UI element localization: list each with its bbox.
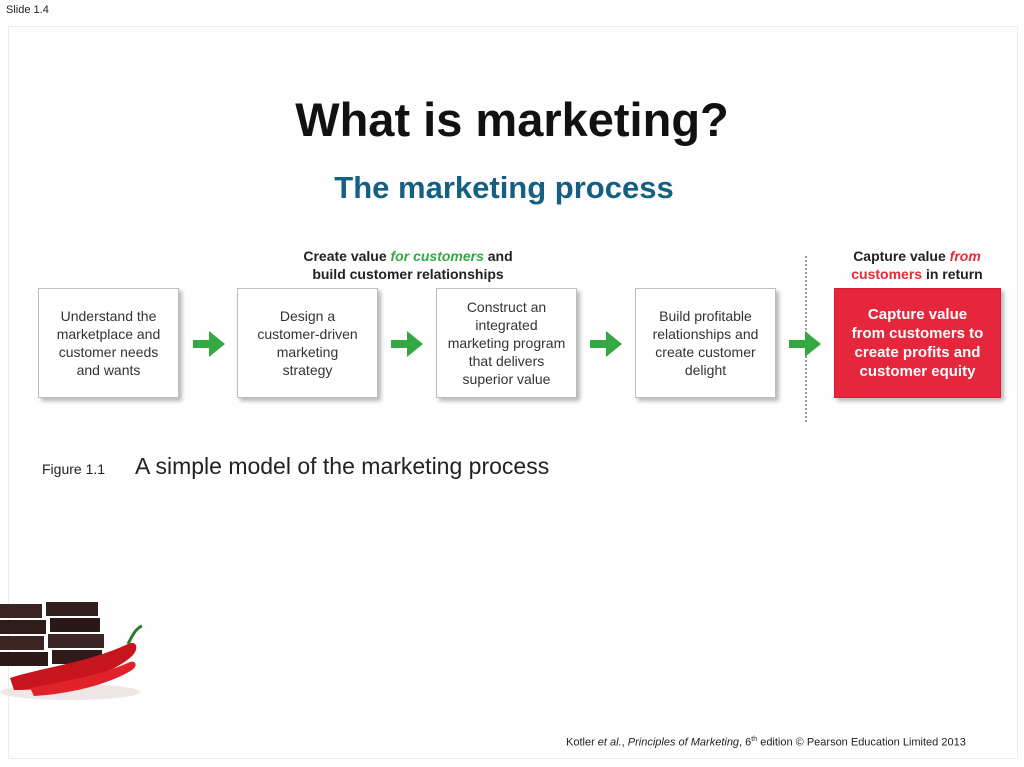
create-header-line-1: Create value for customers and xyxy=(258,247,558,265)
step-line: Build profitable xyxy=(659,308,752,324)
footer-citation: Kotler et al., Principles of Marketing, … xyxy=(566,736,966,749)
create-value-header: Create value for customers and build cus… xyxy=(258,247,558,283)
footer-author: Kotler xyxy=(566,736,598,749)
arrow-shape xyxy=(590,331,622,357)
footer-edition-sup: th xyxy=(751,736,758,743)
chili-pepper xyxy=(30,661,136,696)
chocolate-piece xyxy=(0,620,46,634)
step-line: customer-driven xyxy=(257,326,358,342)
figure-caption: A simple model of the marketing process xyxy=(135,453,550,479)
step-line: from customers to xyxy=(851,325,984,342)
chocolate-piece xyxy=(0,636,44,650)
right-arrow-icon xyxy=(590,331,622,357)
capture-header-customers: customers xyxy=(851,266,923,282)
step-text: Build profitable relationships and creat… xyxy=(653,307,759,379)
right-arrow-icon xyxy=(193,331,225,357)
chocolate-piece xyxy=(0,604,42,618)
step-line: and wants xyxy=(76,362,141,378)
process-step-design: Design a customer-driven marketing strat… xyxy=(237,288,378,398)
capture-header-line-1: Capture value from xyxy=(822,247,1012,265)
step-line: strategy xyxy=(282,362,333,378)
step-line: superior value xyxy=(462,371,551,387)
capture-header-text: Capture value xyxy=(853,248,950,264)
step-line: Construct an xyxy=(466,299,547,315)
step-line: customer needs xyxy=(58,344,159,360)
step-text: Understand the marketplace and customer … xyxy=(57,307,161,379)
step-text: Design a customer-driven marketing strat… xyxy=(257,307,357,379)
arrow-shape xyxy=(391,331,423,357)
footer-sep: , xyxy=(621,736,628,749)
slide-frame xyxy=(8,26,1018,759)
step-line: create profits and xyxy=(854,344,981,361)
right-arrow-icon xyxy=(789,331,821,357)
chili-stem xyxy=(126,624,143,645)
step-text: Capture value from customers to create p… xyxy=(852,305,984,381)
step-line: marketing xyxy=(276,344,339,360)
chocolate-piece xyxy=(50,618,100,632)
chocolate-piece xyxy=(46,602,98,616)
step-line: Capture value xyxy=(867,306,968,323)
step-line: create customer xyxy=(655,344,756,360)
footer-edition: , 6 xyxy=(739,736,752,749)
create-header-emphasis: for customers xyxy=(390,248,484,264)
step-line: that delivers xyxy=(468,353,545,369)
create-header-line-2: build customer relationships xyxy=(312,266,504,282)
arrow-shape xyxy=(193,331,225,357)
slide-subtitle: The marketing process xyxy=(334,170,674,205)
process-step-capture: Capture value from customers to create p… xyxy=(834,288,1001,398)
step-line: Design a xyxy=(279,308,336,324)
step-text: Construct an integrated marketing progra… xyxy=(448,298,566,388)
arrow-shape xyxy=(789,331,821,357)
figure-label: Figure 1.1 xyxy=(42,461,106,477)
step-line: relationships and xyxy=(652,326,759,342)
capture-header-line-2: customers in return xyxy=(822,265,1012,283)
step-line: delight xyxy=(684,362,727,378)
step-line: marketplace and xyxy=(56,326,161,342)
create-header-text: Create value xyxy=(303,248,391,264)
process-step-understand: Understand the marketplace and customer … xyxy=(38,288,179,398)
slide-number: Slide 1.4 xyxy=(6,4,49,16)
step-line: integrated xyxy=(475,317,538,333)
step-line: marketing program xyxy=(447,335,566,351)
capture-value-header: Capture value from customers in return xyxy=(822,247,1012,283)
chocolate-chili-decoration xyxy=(0,602,143,700)
footer-rest: edition © Pearson Education Limited 2013 xyxy=(757,736,966,749)
right-arrow-icon xyxy=(391,331,423,357)
footer-etal: et al. xyxy=(597,736,622,749)
footer-book: Principles of Marketing xyxy=(627,736,740,749)
process-step-build: Build profitable relationships and creat… xyxy=(635,288,776,398)
step-line: Understand the xyxy=(60,308,157,324)
capture-header-rest: in return xyxy=(922,266,983,282)
chocolate-piece xyxy=(0,652,48,666)
process-step-construct: Construct an integrated marketing progra… xyxy=(436,288,577,398)
create-header-and: and xyxy=(483,248,513,264)
capture-header-emphasis: from xyxy=(949,248,981,264)
chocolate-piece xyxy=(48,634,104,648)
chili-pepper xyxy=(10,642,137,690)
slide-title: What is marketing? xyxy=(295,93,729,146)
step-line: customer equity xyxy=(859,363,976,380)
